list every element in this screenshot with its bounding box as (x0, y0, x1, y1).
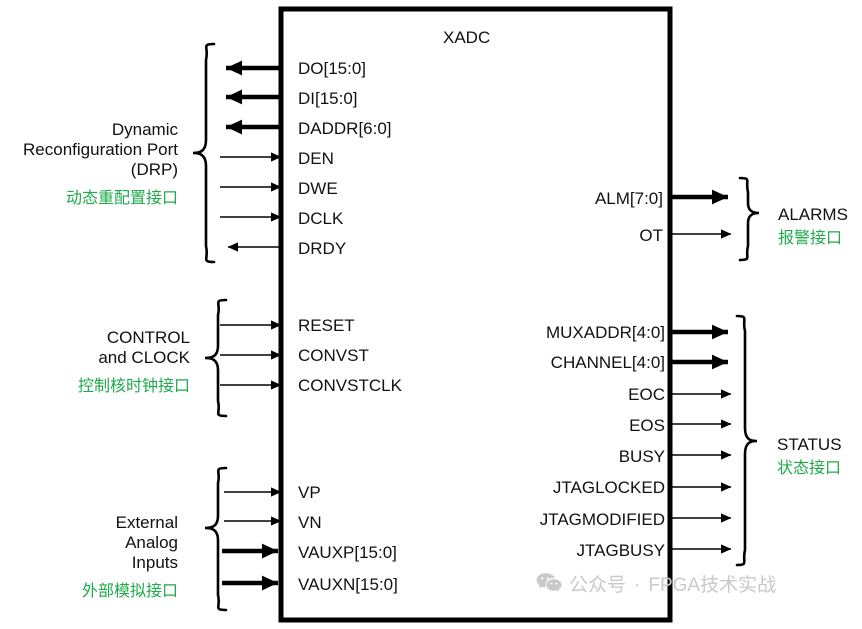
alarms-brace (738, 176, 760, 262)
drp-arrows (220, 60, 282, 252)
signal-jtagmodified: JTAGMODIFIED (539, 510, 665, 529)
signal-den: DEN (298, 149, 334, 168)
status-brace (735, 314, 758, 567)
group-label-analog-cn: 外部模拟接口 (81, 583, 178, 600)
signal-muxaddr: MUXADDR[4:0] (545, 323, 665, 342)
signal-alm: ALM[7:0] (594, 189, 663, 208)
signal-channel: CHANNEL[4:0] (550, 353, 665, 372)
watermark-separator: · (634, 574, 641, 596)
signal-vn: VN (298, 513, 322, 532)
drp-brace (192, 42, 216, 264)
group-label-drp-line-2: Reconfiguration Port (23, 140, 178, 159)
control-arrows (220, 320, 282, 390)
group-label-analog-line-2: Analog (125, 533, 178, 552)
group-label-analog-line-3: Inputs (131, 553, 178, 572)
signal-jtagbusy: JTAGBUSY (576, 541, 665, 560)
group-label-alarms-cn: 报警接口 (778, 230, 843, 247)
group-label-drp-line-1: Dynamic (111, 120, 178, 139)
group-label-alarms-line-1: ALARMS (778, 205, 848, 224)
control-brace (204, 298, 228, 418)
watermark-account: FPGA技术实战 (648, 574, 777, 596)
group-label-alarms: ALARMS 报警接口 (778, 205, 862, 249)
signal-do: DO[15:0] (298, 59, 367, 78)
group-label-analog-line-1: External (115, 513, 178, 532)
group-label-control-cn: 控制核时钟接口 (77, 378, 190, 395)
signal-dclk: DCLK (298, 209, 344, 228)
signal-busy: BUSY (618, 447, 665, 466)
group-label-status-cn: 状态接口 (777, 460, 842, 477)
block-title: XADC (443, 28, 491, 47)
group-label-drp: Dynamic Reconfiguration Port (DRP) 动态重配置… (0, 120, 178, 209)
signal-jtaglocked: JTAGLOCKED (552, 478, 665, 497)
group-label-analog: External Analog Inputs 外部模拟接口 (0, 513, 178, 602)
alarms-arrows (670, 189, 732, 239)
group-label-drp-line-3: (DRP) (130, 160, 178, 179)
group-label-drp-cn: 动态重配置接口 (65, 190, 178, 207)
watermark-text: 公众号 (569, 574, 627, 596)
signal-daddr: DADDR[6:0] (298, 119, 392, 138)
watermark: 公众号 · FPGA技术实战 (536, 572, 776, 598)
signal-vauxn: VAUXN[15:0] (298, 575, 398, 594)
group-label-control: CONTROL and CLOCK 控制核时钟接口 (0, 328, 190, 397)
wechat-icon (536, 572, 562, 598)
signal-ot: OT (639, 226, 663, 245)
group-label-control-line-1: CONTROL (106, 328, 190, 347)
signal-eos: EOS (629, 416, 665, 435)
group-label-control-line-2: and CLOCK (98, 348, 190, 367)
signal-convst: CONVST (298, 346, 369, 365)
signal-drdy: DRDY (298, 239, 347, 258)
signal-reset: RESET (298, 316, 355, 335)
analog-arrows (222, 487, 282, 591)
signal-di: DI[15:0] (298, 89, 358, 108)
analog-brace (204, 466, 228, 612)
signal-eoc: EOC (628, 385, 665, 404)
signal-convstclk: CONVSTCLK (298, 376, 402, 395)
signal-vp: VP (298, 483, 321, 502)
signal-vauxp: VAUXP[15:0] (298, 543, 397, 562)
status-arrows (670, 324, 732, 554)
group-label-status-line-1: STATUS (777, 435, 842, 454)
xadc-block-outline (278, 6, 673, 623)
group-label-status: STATUS 状态接口 (777, 435, 862, 479)
signal-dwe: DWE (298, 179, 338, 198)
